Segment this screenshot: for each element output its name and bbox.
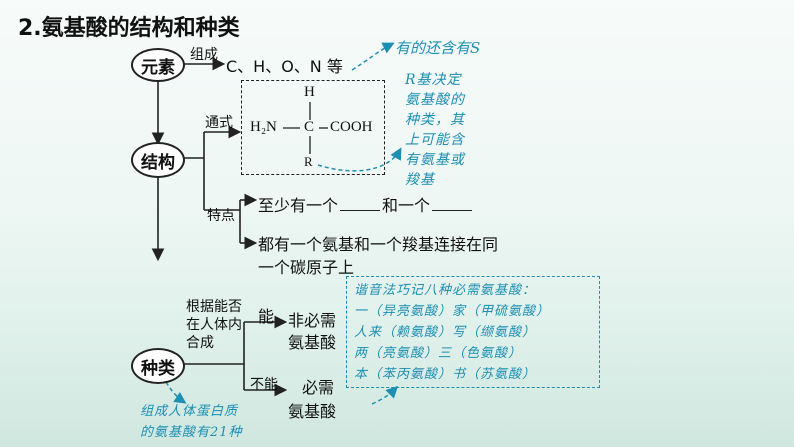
formula-c: C — [304, 119, 315, 135]
node-types: 种类 — [131, 348, 185, 384]
formula-h: H — [304, 84, 315, 100]
page-title: 2.氨基酸的结构和种类 — [18, 16, 240, 41]
formula-h2n: H₂N — [250, 119, 277, 135]
mnemonic-box — [346, 276, 600, 388]
types-criterion: 根据能否 在人体内 合成 — [186, 299, 242, 351]
fill-blank-2[interactable] — [432, 210, 473, 211]
mnemonic-text: 谐音法巧记八种必需氨基酸： 一（异亮氨酸）家（甲硫氨酸） 人来（赖氨酸）写（缬氨… — [354, 283, 551, 382]
r-group-note: R基决定 氨基酸的 种类，其 上可能含 有氨基或 羧基 — [405, 72, 465, 188]
fill-blank-1[interactable] — [340, 210, 381, 211]
element-note: 有的还含有S — [395, 39, 481, 57]
feature-line-3: 一个碳原子上 — [258, 258, 355, 277]
feature-branch-label: 特点 — [207, 208, 235, 224]
types-no-label: 不能 — [250, 377, 278, 393]
formula-cooh: COOH — [330, 119, 373, 135]
nonessential-amino-acid: 非必需 氨基酸 — [288, 311, 337, 352]
formula-branch-label: 通式 — [205, 115, 233, 131]
essential-label-1: 必需 — [302, 378, 335, 397]
element-branch-label: 组成 — [190, 47, 218, 63]
node-structure: 结构 — [131, 142, 185, 178]
node-element: 元素 — [131, 48, 185, 82]
essential-label-2: 氨基酸 — [288, 402, 337, 421]
bottom-note: 组成人体蛋白质 的氨基酸有21种 — [140, 404, 243, 440]
formula-r: R — [304, 154, 313, 169]
formula-box — [241, 80, 385, 175]
feature-line-1: 至少有一个和一个 — [258, 192, 474, 216]
feature-line-2: 都有一个氨基和一个羧基连接在同 — [258, 235, 499, 254]
element-content: C、H、O、N 等 — [226, 57, 343, 76]
types-yes-label: 能 — [258, 307, 275, 326]
